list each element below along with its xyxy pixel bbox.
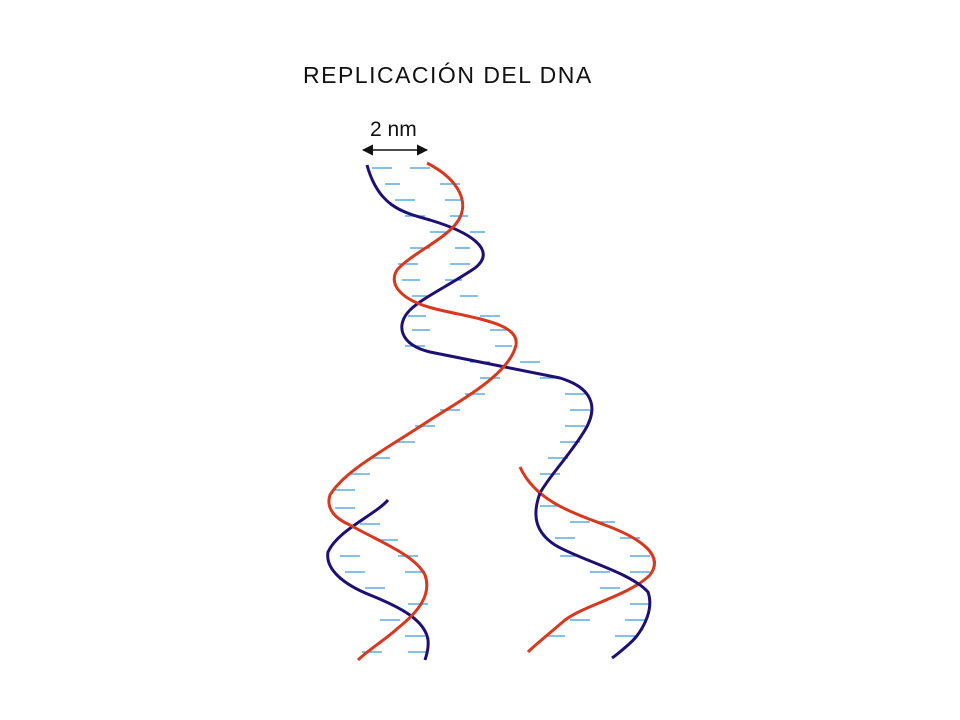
- right-daughter-strand-blue: [534, 492, 652, 660]
- parent-strand-red: [327, 161, 518, 527]
- left-daughter-strand-blue: [326, 498, 430, 661]
- left-daughter-strand-red: [349, 523, 429, 662]
- scale-bar-label: 2 nm: [370, 118, 417, 141]
- parent-strand-blue: [365, 164, 594, 494]
- base-pair-rungs: [335, 167, 650, 653]
- diagram-title: REPLICACIÓN DEL DNA: [303, 62, 593, 88]
- right-daughter-strand-red: [518, 466, 656, 654]
